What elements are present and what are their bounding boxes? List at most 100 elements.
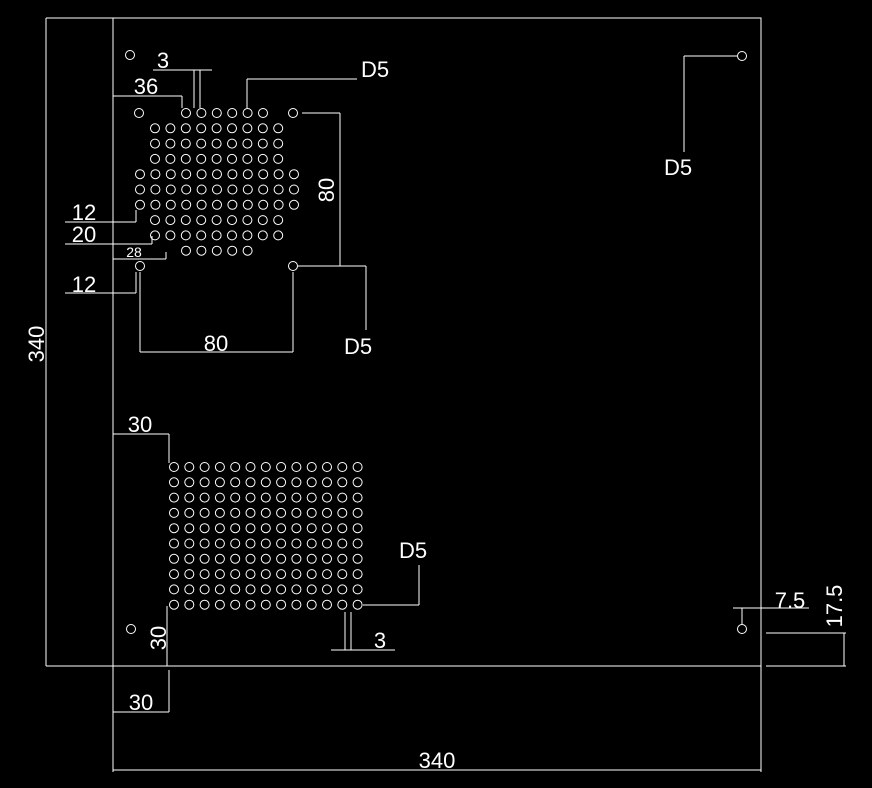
fan-hole bbox=[181, 108, 191, 118]
fan-hole bbox=[273, 169, 284, 180]
dim-30-bottom-h: 30 bbox=[129, 690, 153, 715]
fan-hole bbox=[150, 215, 160, 226]
fan-hole bbox=[165, 215, 176, 226]
callout-d5-fan: D5 bbox=[361, 57, 389, 82]
vent-hole bbox=[169, 462, 179, 472]
vent-hole bbox=[291, 492, 302, 503]
vent-hole bbox=[169, 507, 179, 518]
vent-hole bbox=[337, 523, 348, 534]
fan-mount-hole-tl bbox=[134, 108, 144, 118]
vent-hole bbox=[306, 462, 317, 472]
vent-hole bbox=[306, 523, 317, 534]
vent-hole bbox=[214, 538, 225, 549]
vent-hole bbox=[291, 553, 302, 564]
vent-hole bbox=[260, 462, 271, 472]
fan-hole bbox=[257, 153, 268, 164]
vent-hole bbox=[276, 599, 287, 610]
fan-hole bbox=[258, 184, 269, 195]
plate-outline bbox=[112, 17, 762, 667]
vent-hole bbox=[322, 477, 332, 488]
vent-hole bbox=[306, 599, 317, 610]
vent-hole bbox=[230, 584, 241, 595]
vent-hole bbox=[276, 462, 287, 472]
fan-hole bbox=[257, 215, 268, 226]
vent-hole bbox=[214, 599, 225, 610]
dim-30-bottom-v: 30 bbox=[146, 626, 171, 650]
vent-hole bbox=[169, 477, 179, 488]
vent-hole bbox=[260, 477, 271, 488]
fan-hole bbox=[150, 230, 160, 241]
fan-hole bbox=[180, 230, 191, 241]
dim-80-horizontal: 80 bbox=[204, 331, 228, 356]
mount-hole-top-right bbox=[737, 51, 747, 61]
fan-hole bbox=[273, 153, 284, 164]
vent-hole bbox=[276, 507, 287, 518]
fan-hole bbox=[165, 138, 176, 149]
fan-hole bbox=[165, 169, 176, 180]
vent-hole bbox=[245, 599, 256, 610]
fan-hole bbox=[227, 169, 238, 180]
vent-hole bbox=[337, 584, 348, 595]
fan-hole bbox=[273, 230, 284, 241]
vent-hole bbox=[169, 599, 179, 610]
fan-hole bbox=[196, 108, 207, 118]
fan-hole bbox=[135, 169, 145, 180]
vent-hole bbox=[291, 599, 302, 610]
dim-3-top: 3 bbox=[157, 48, 169, 73]
vent-hole bbox=[352, 553, 363, 564]
dim-80-vertical: 80 bbox=[314, 178, 339, 202]
fan-hole bbox=[227, 184, 238, 195]
vent-hole bbox=[184, 599, 195, 610]
fan-hole bbox=[273, 199, 284, 210]
fan-hole bbox=[227, 123, 237, 134]
vent-hole bbox=[322, 462, 332, 472]
vent-hole bbox=[214, 507, 225, 518]
fan-hole bbox=[242, 108, 253, 118]
fan-hole bbox=[212, 169, 222, 180]
fan-hole bbox=[180, 123, 191, 134]
fan-hole bbox=[196, 153, 207, 164]
fan-hole bbox=[211, 108, 222, 118]
vent-hole bbox=[245, 538, 256, 549]
dim-plate-width: 340 bbox=[419, 748, 456, 773]
fan-hole bbox=[227, 153, 237, 164]
vent-hole bbox=[184, 507, 195, 518]
vent-hole bbox=[199, 492, 210, 503]
fan-hole-pattern bbox=[135, 108, 299, 256]
vent-hole bbox=[276, 492, 287, 503]
fan-hole bbox=[227, 215, 237, 226]
vent-hole bbox=[169, 569, 179, 580]
vent-hole bbox=[322, 538, 332, 549]
vent-hole bbox=[230, 507, 241, 518]
vent-hole bbox=[199, 477, 210, 488]
vent-hole bbox=[352, 492, 363, 503]
fan-hole bbox=[211, 245, 222, 256]
fan-hole bbox=[242, 245, 253, 256]
fan-hole bbox=[211, 215, 222, 226]
vent-hole bbox=[322, 553, 332, 564]
vent-hole bbox=[230, 599, 241, 610]
fan-hole bbox=[196, 138, 207, 149]
fan-hole bbox=[242, 199, 253, 210]
fan-hole bbox=[165, 153, 176, 164]
vent-hole bbox=[291, 462, 302, 472]
fan-hole bbox=[227, 230, 237, 241]
fan-hole bbox=[258, 199, 269, 210]
dim-12-lower: 12 bbox=[72, 272, 96, 297]
fan-mount-hole-tr bbox=[288, 108, 298, 118]
vent-hole bbox=[199, 584, 210, 595]
vent-hole bbox=[337, 538, 348, 549]
fan-hole bbox=[227, 108, 238, 118]
vent-hole bbox=[214, 523, 225, 534]
dim-36: 36 bbox=[134, 74, 158, 99]
vent-hole bbox=[184, 553, 195, 564]
fan-hole bbox=[227, 245, 238, 256]
vent-hole bbox=[352, 477, 363, 488]
vent-hole bbox=[230, 492, 241, 503]
fan-hole bbox=[165, 230, 176, 241]
vent-hole bbox=[214, 492, 225, 503]
fan-hole bbox=[289, 184, 299, 195]
fan-hole bbox=[242, 153, 253, 164]
fan-hole bbox=[242, 138, 253, 149]
fan-hole bbox=[242, 169, 253, 180]
